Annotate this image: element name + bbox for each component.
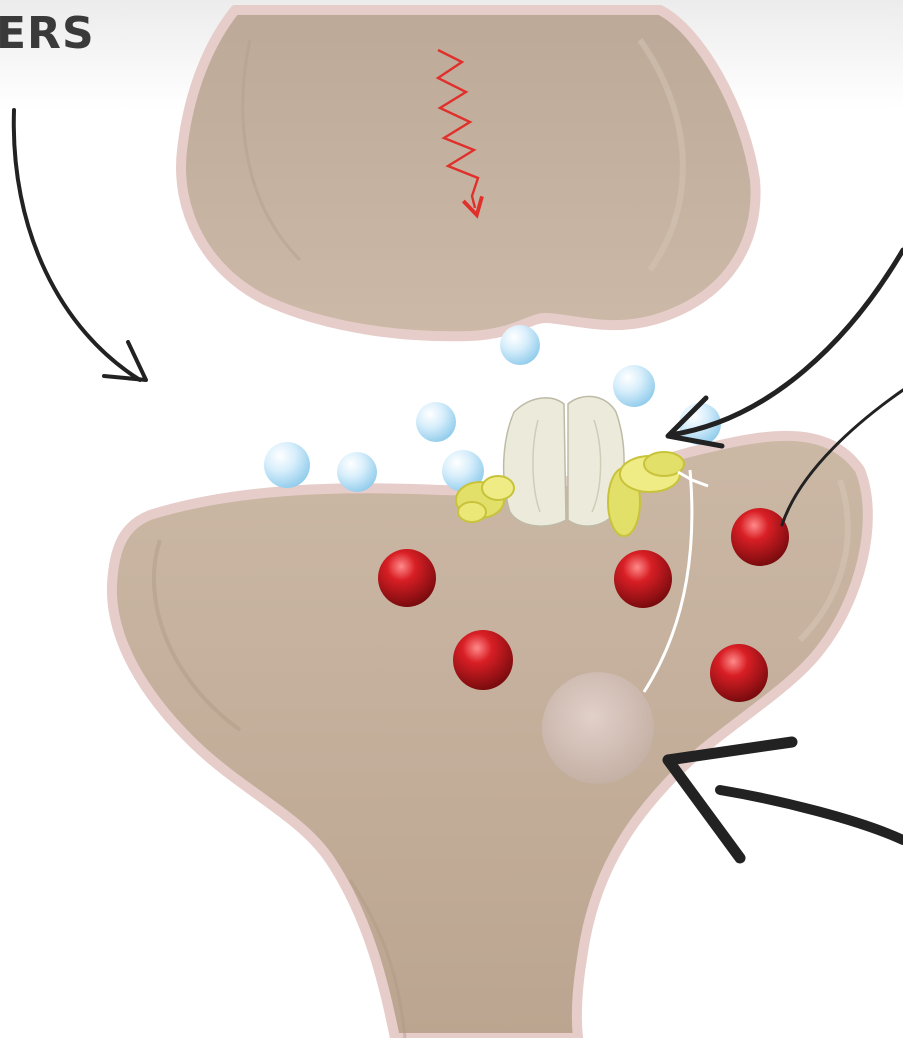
neurotransmitter-sphere xyxy=(613,365,655,407)
red-molecule xyxy=(731,508,789,566)
vesicle-sphere xyxy=(542,672,654,784)
red-molecule xyxy=(453,630,513,690)
curved-pointer-arrow xyxy=(720,790,903,840)
neurotransmitter-sphere xyxy=(337,452,377,492)
red-molecule xyxy=(710,644,768,702)
neurotransmitter-sphere xyxy=(500,325,540,365)
curved-pointer-arrow xyxy=(14,110,140,380)
red-molecule xyxy=(614,550,672,608)
red-molecule xyxy=(378,549,436,607)
neurotransmitter-sphere xyxy=(264,442,310,488)
neurotransmitter-sphere xyxy=(416,402,456,442)
arrowhead xyxy=(104,342,146,380)
